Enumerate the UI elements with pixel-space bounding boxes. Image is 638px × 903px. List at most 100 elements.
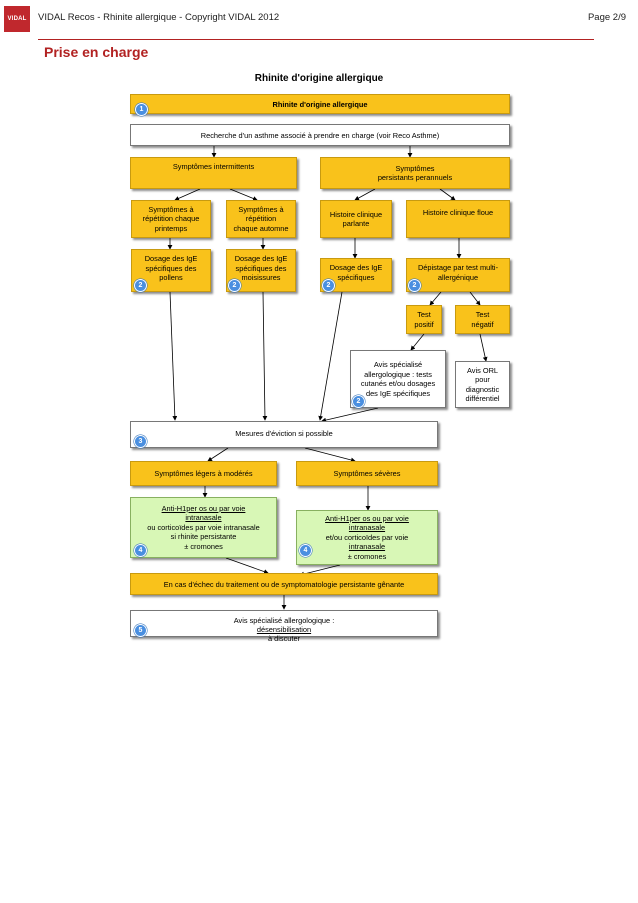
step-badge-2: 2 [228, 279, 241, 292]
box-mesures-eviction: Mesures d'éviction si possible [130, 421, 438, 448]
box-text: Symptômes à [148, 204, 194, 214]
box-histoire-floue: Histoire clinique floue [406, 200, 510, 238]
box-text: En cas d'échec du traitement ou de sympt… [163, 579, 405, 589]
box-text: Avis spécialisé allergologique : [233, 616, 335, 625]
box-text: Rhinite d'origine allergique [272, 99, 368, 109]
box-text: Avis spécialisé [373, 360, 423, 369]
box-text-block: Dépistage par test multi- allergénique [418, 263, 498, 282]
box-symptomes-severes: Symptômes sévères [296, 461, 438, 486]
box-histoire-parlante: Histoire clinique parlante [320, 200, 392, 238]
section-title: Prise en charge [44, 44, 149, 60]
box-text: Avis ORL [466, 365, 499, 375]
box-text: Symptômes à [238, 204, 284, 214]
box-text: allergénique [437, 272, 479, 282]
box-symptomes-printemps: Symptômes à répétition chaque printemps [131, 200, 211, 238]
box-text: ± cromones [347, 551, 387, 561]
box-text: Symptômes [395, 163, 435, 173]
box-text: des IgE spécifiques [365, 388, 431, 398]
figure-title: Rhinite d'origine allergique [254, 73, 384, 84]
box-text: et/ou corticoïdes par voie [325, 532, 409, 542]
box-text: Mesures d'éviction si possible [235, 429, 333, 438]
header-divider [38, 39, 594, 40]
box-text-block: Dosage des IgE spécifiques des pollens [145, 254, 198, 283]
box-text-block: Dosage des IgE spécifiques des moisissur… [235, 254, 288, 283]
box-text-block: Symptômes à répétition chaque automne [233, 205, 288, 234]
step-badge-1: 1 [135, 103, 148, 116]
box-depistage-multiallergenique: Dépistage par test multi- allergénique [406, 258, 510, 292]
box-text: pollens [159, 273, 183, 282]
step-badge-4: 4 [134, 544, 147, 557]
box-text: ou corticoïdes par voie intranasale [147, 522, 260, 532]
box-text: moisissures [241, 273, 281, 282]
box-text: Histoire clinique [329, 209, 383, 219]
box-text: négatif [471, 319, 494, 329]
box-text: positif [414, 319, 434, 329]
box-text-block: Anti-H1per os ou par voie intranasale ou… [147, 504, 260, 552]
box-avis-specialise-allergologique: Avis spécialisé allergologique : tests c… [350, 350, 446, 408]
box-avis-desensibilisation: Avis spécialisé allergologique : désensi… [130, 610, 438, 643]
box-text-block: Test positif [414, 310, 433, 329]
box-text: spécifiques des [145, 263, 197, 273]
step-badge-5: 5 [134, 624, 147, 637]
box-text: cutanés et/ou dosages [360, 379, 436, 388]
box-text: intranasale [348, 542, 386, 552]
box-text: diagnostic [465, 384, 500, 394]
box-text: à discuter [267, 634, 301, 643]
box-text: spécifiques des [235, 263, 287, 273]
box-text: Test [475, 310, 490, 319]
box-text-block: Histoire clinique parlante [330, 210, 382, 229]
box-rhinite-allergique: Rhinite d'origine allergique [130, 94, 510, 114]
box-text: Dosage des IgE [329, 263, 383, 272]
header-title: VIDAL Recos - Rhinite allergique - Copyr… [38, 12, 280, 23]
box-text: répétition [245, 214, 277, 224]
box-text: spécifiques [337, 272, 375, 282]
box-recherche-asthme: Recherche d'un asthme associé à prendre … [130, 124, 510, 146]
box-text: persistants perannuels [377, 173, 453, 182]
box-text-block: Test négatif [471, 310, 493, 329]
box-traitement-legers: Anti-H1per os ou par voie intranasale ou… [130, 497, 277, 558]
box-text: différentiel [465, 394, 500, 403]
box-text: Symptômes intermittents [172, 162, 255, 171]
box-text: Symptômes sévères [333, 469, 401, 478]
step-badge-2: 2 [134, 279, 147, 292]
box-echec-traitement: En cas d'échec du traitement ou de sympt… [130, 573, 438, 595]
step-badge-2: 2 [352, 395, 365, 408]
box-text-block: Anti-H1per os ou par voie intranasale et… [325, 514, 409, 562]
box-text-block: Dosage des IgE spécifiques [330, 263, 383, 282]
box-symptomes-intermittents: Symptômes intermittents [130, 157, 297, 189]
desensibilisation-link-text: désensibilisation [256, 625, 312, 634]
step-badge-2: 2 [322, 279, 335, 292]
box-text: printemps [154, 223, 188, 233]
logo-text: VIDAL [7, 16, 27, 22]
box-text: Dépistage par test multi- [417, 263, 499, 272]
box-text: pour [475, 375, 490, 384]
box-text: parlante [342, 219, 370, 228]
box-text-block: Symptômes persistants perannuels [378, 164, 452, 183]
box-symptomes-automne: Symptômes à répétition chaque automne [226, 200, 296, 238]
box-symptomes-persistants: Symptômes persistants perannuels [320, 157, 510, 189]
box-text: allergologique : tests [364, 369, 432, 379]
vidal-logo: VIDAL [4, 6, 30, 32]
box-text: Symptômes légers à modérés [154, 469, 253, 478]
box-text: Histoire clinique floue [422, 208, 494, 217]
box-text: intranasale [348, 523, 386, 533]
step-badge-2: 2 [408, 279, 421, 292]
box-text: Dosage des IgE [144, 254, 198, 263]
box-text: Test [417, 310, 431, 319]
box-text: si rhinite persistante [170, 532, 237, 542]
box-text: ± cromones [184, 541, 223, 551]
box-symptomes-legers: Symptômes légers à modérés [130, 461, 277, 486]
box-avis-orl: Avis ORL pour diagnostic différentiel [455, 361, 510, 408]
box-text-block: Symptômes à répétition chaque printemps [143, 205, 200, 234]
box-text: Dosage des IgE [234, 254, 288, 263]
box-traitement-severes: Anti-H1per os ou par voie intranasale et… [296, 510, 438, 565]
box-text: répétition chaque [142, 214, 200, 224]
box-text-line: Avis spécialisé allergologique : désensi… [234, 616, 335, 643]
step-badge-4: 4 [299, 544, 312, 557]
box-text: intranasale [185, 513, 222, 523]
box-text-block: Avis spécialisé allergologique : tests c… [361, 360, 435, 398]
page-number: Page 2/9 [587, 12, 626, 23]
box-text: Recherche d'un asthme associé à prendre … [200, 130, 440, 140]
step-badge-3: 3 [134, 435, 147, 448]
